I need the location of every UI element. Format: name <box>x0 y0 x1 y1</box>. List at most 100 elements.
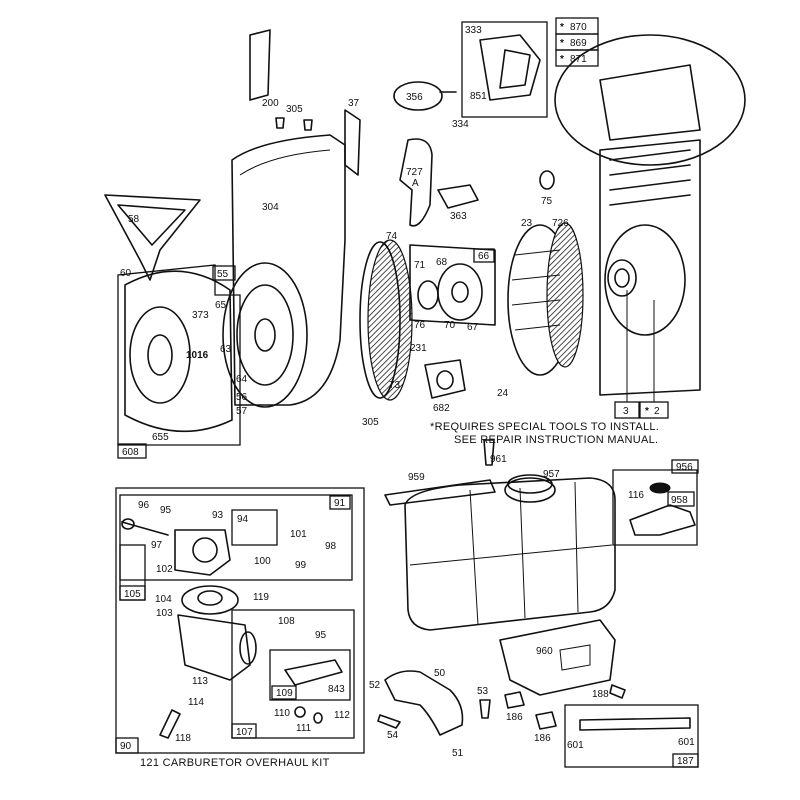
label-112: 112 <box>334 710 350 721</box>
label-71: 71 <box>414 260 426 271</box>
label-64: 64 <box>236 374 248 385</box>
carb-bowl-inner <box>197 590 223 606</box>
needle-valve-97 <box>121 521 169 536</box>
label-53: 53 <box>477 686 489 697</box>
starter-housing-group <box>104 29 413 446</box>
label-682: 682 <box>433 403 450 414</box>
label-851: 851 <box>470 91 487 102</box>
label-94: 94 <box>237 514 249 525</box>
governor-plate-66 <box>409 244 496 326</box>
label-58: 58 <box>128 214 140 225</box>
starter-handle-inner <box>117 204 186 246</box>
cylinder-head <box>599 64 701 141</box>
rewind-starter-plate <box>124 270 233 433</box>
label-107: 107 <box>236 727 253 738</box>
label-110: 110 <box>274 708 290 719</box>
fuel-line <box>579 717 691 731</box>
choke-lever-843 <box>284 659 343 686</box>
box-187 <box>564 704 699 768</box>
label-57: 57 <box>236 406 248 417</box>
box-608-outline <box>117 264 241 446</box>
fuel-cap-top <box>507 474 553 494</box>
label-103: 103 <box>156 608 173 619</box>
box-956-tag <box>671 459 699 474</box>
cylinder-head-detail-circle <box>554 34 746 166</box>
blower-housing <box>231 134 346 406</box>
label-3: 3 <box>623 406 629 417</box>
crankshaft-seal-inner <box>614 268 630 288</box>
label-56: 56 <box>236 392 248 403</box>
fuel-tank-seam <box>409 544 613 566</box>
note-special-tools-line2: SEE REPAIR INSTRUCTION MANUAL. <box>454 434 658 446</box>
box-109 <box>269 649 351 701</box>
label-37: 37 <box>348 98 360 109</box>
label-star-869: * <box>560 38 564 49</box>
label-55: 55 <box>217 269 229 280</box>
intake-elbow-50 <box>384 670 464 736</box>
rotating-screen-rim <box>359 241 401 399</box>
label-1016: 1016 <box>186 350 209 361</box>
spark-plug-118 <box>159 709 181 739</box>
label-95-top: 95 <box>160 505 172 516</box>
clip-37 <box>344 109 361 176</box>
label-186-bottom: 186 <box>534 733 551 744</box>
carb-bowl-top <box>181 585 239 615</box>
screw-305-top <box>275 117 285 129</box>
label-2: 2 <box>654 406 660 417</box>
label-334: 334 <box>452 119 469 130</box>
label-108: 108 <box>278 616 295 627</box>
label-60: 60 <box>120 268 132 279</box>
recoil-pulley-mid <box>236 284 294 386</box>
screw-188 <box>609 684 626 699</box>
box-333 <box>461 21 548 118</box>
washer-75 <box>539 170 555 190</box>
starter-handle <box>104 194 201 281</box>
label-50: 50 <box>434 668 446 679</box>
label-363: 363 <box>450 211 467 222</box>
label-67: 67 <box>467 322 479 333</box>
label-869: 869 <box>570 38 587 49</box>
fuel-tank-seam-2 <box>469 481 579 626</box>
fuel-tank-group <box>377 439 699 768</box>
bracket-363 <box>437 184 479 209</box>
label-727a: A <box>412 178 419 189</box>
label-601-right: 601 <box>678 737 695 748</box>
label-102: 102 <box>156 564 173 575</box>
bracket-200 <box>249 29 271 101</box>
label-star-870: * <box>560 22 564 33</box>
carb-outlet <box>239 631 257 665</box>
intake-gasket-hole <box>436 370 454 390</box>
label-51: 51 <box>452 748 464 759</box>
label-188: 188 <box>592 689 609 700</box>
label-114: 114 <box>188 697 204 708</box>
box-90 <box>115 487 365 754</box>
flywheel-fin-4 <box>514 324 561 331</box>
label-65: 65 <box>215 300 227 311</box>
label-101: 101 <box>290 529 307 540</box>
label-91: 91 <box>334 498 346 509</box>
label-843: 843 <box>328 684 345 695</box>
label-200: 200 <box>262 98 279 109</box>
needle-valve-head <box>121 518 135 530</box>
box-66 <box>473 248 495 263</box>
screw-961 <box>483 439 495 466</box>
rotating-screen <box>367 239 413 401</box>
label-959: 959 <box>408 472 425 483</box>
fuel-shutoff-958 <box>629 504 696 536</box>
label-109: 109 <box>276 688 293 699</box>
screw-305-top-b <box>303 119 313 131</box>
label-186-top: 186 <box>506 712 523 723</box>
label-373: 373 <box>192 310 209 321</box>
label-356: 356 <box>406 92 423 103</box>
label-871: 871 <box>570 54 587 65</box>
screw-111 <box>313 712 323 724</box>
box-91-tag <box>329 495 351 510</box>
carb-upper-body-102 <box>174 529 231 576</box>
label-52: 52 <box>369 680 381 691</box>
flywheel-fin-1 <box>514 249 561 256</box>
fuel-cap <box>504 477 556 503</box>
label-333: 333 <box>465 25 482 36</box>
starter-pulley-inner <box>147 334 173 376</box>
label-96: 96 <box>138 500 150 511</box>
